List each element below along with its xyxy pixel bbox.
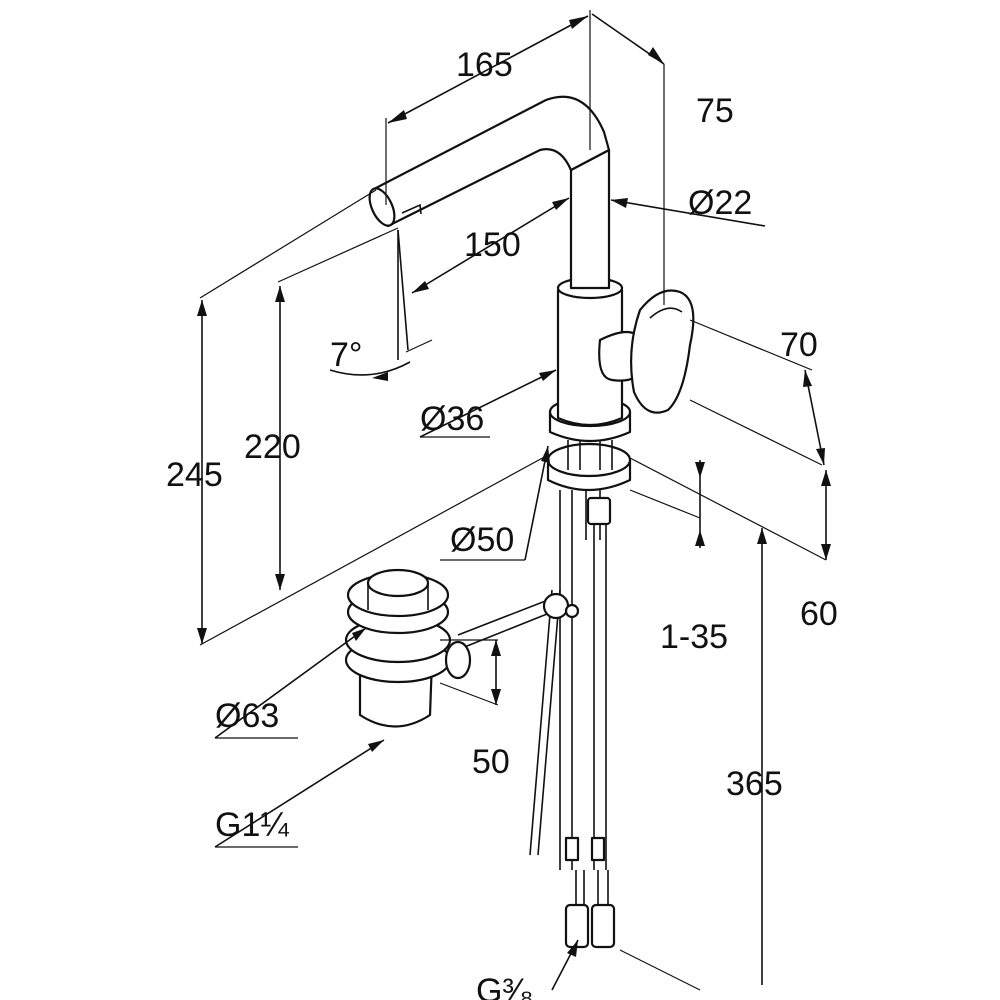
- outlet-height-label: 220: [244, 428, 301, 466]
- hose-length-label: 365: [726, 765, 783, 803]
- hose-nut-right: [590, 903, 616, 949]
- hose-left: [559, 490, 573, 870]
- hose-right: [593, 520, 607, 870]
- base-offset-label: 60: [800, 595, 838, 633]
- spout-tube: [374, 95, 611, 228]
- waste-diameter-label: Ø63: [215, 697, 279, 735]
- waste-side-port: [444, 640, 472, 680]
- body-diameter-label: Ø36: [420, 400, 484, 438]
- hose-coupling-left: [564, 836, 580, 862]
- waste-height-label: 50: [472, 743, 510, 781]
- spout-vertical: [569, 148, 611, 290]
- spout-height-label: 150: [464, 226, 521, 264]
- pop-up-screw: [564, 603, 580, 619]
- spout-angle-label: 7°: [330, 336, 363, 374]
- dimension-lines: [197, 10, 831, 991]
- waste-plug: [366, 568, 430, 598]
- pop-up-clamp: [542, 592, 570, 620]
- spout-outlet: [368, 187, 396, 227]
- lever-face: [649, 307, 683, 319]
- base-diameter-label: Ø50: [450, 521, 514, 559]
- top-depth-label: 75: [696, 92, 734, 130]
- dimension-labels: 165 75 Ø22 150 7° Ø36 70 220 245 Ø50 60 …: [166, 46, 838, 1000]
- waste-thread-label: G1¼: [215, 806, 289, 844]
- deck-stud: [567, 440, 613, 470]
- waste-plug-side: [367, 583, 429, 610]
- tap-body-group: [344, 95, 695, 949]
- hose-coupling-right: [590, 836, 606, 862]
- aerator: [401, 203, 422, 215]
- spout-diameter-label: Ø22: [688, 184, 752, 222]
- tap-body: [556, 288, 624, 427]
- spout-reach-label: 165: [456, 46, 513, 84]
- deck-thickness-label: 1-35: [660, 618, 728, 656]
- pop-up-rod: [529, 589, 561, 856]
- hose-thread-label: G³⁄₈: [476, 972, 534, 1000]
- total-height-label: 245: [166, 456, 223, 494]
- hose-tail: [575, 870, 609, 905]
- pop-up-lever-arm: [457, 599, 553, 649]
- base-spacer-top: [546, 442, 632, 478]
- mounting-nut: [586, 496, 612, 526]
- lever-height-label: 70: [780, 326, 818, 364]
- lever-handle: [630, 289, 695, 414]
